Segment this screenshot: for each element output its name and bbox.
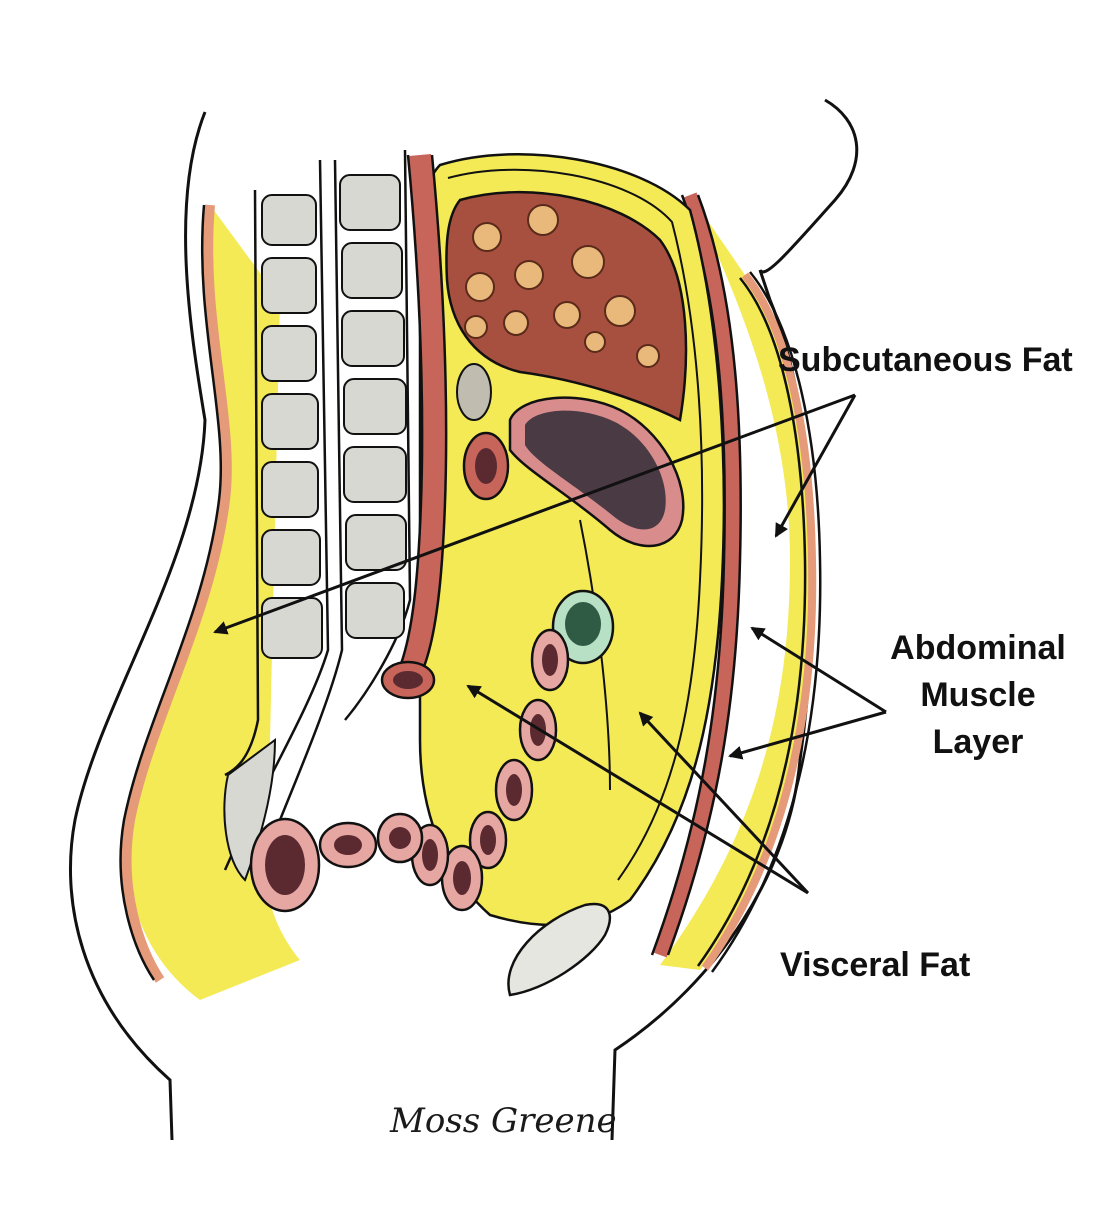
- arrow-muscle-upper: [750, 626, 887, 714]
- arrow-visceral-2: [638, 711, 810, 895]
- arrow-visceral-1: [466, 684, 809, 895]
- label-layer: Layer: [933, 723, 1024, 761]
- arrow-subcutaneous-front: [774, 394, 857, 538]
- label-visceral-fat: Visceral Fat: [780, 946, 970, 984]
- green-organ: [551, 589, 615, 665]
- artist-signature: Moss Greene: [389, 1101, 617, 1141]
- subcutaneous-fat-front: [660, 195, 822, 973]
- spine: [223, 149, 412, 882]
- label-abdominal: Abdominal: [890, 629, 1066, 667]
- pubic-bone: [507, 902, 611, 997]
- arrow-muscle-lower: [728, 710, 887, 760]
- stomach: [508, 396, 685, 548]
- liver: [445, 190, 688, 422]
- arrow-subcutaneous-back: [213, 393, 856, 635]
- small-organ: [456, 363, 510, 501]
- label-muscle: Muscle: [920, 676, 1035, 714]
- aorta: [380, 153, 448, 700]
- label-subcutaneous-fat: Subcutaneous Fat: [778, 341, 1073, 379]
